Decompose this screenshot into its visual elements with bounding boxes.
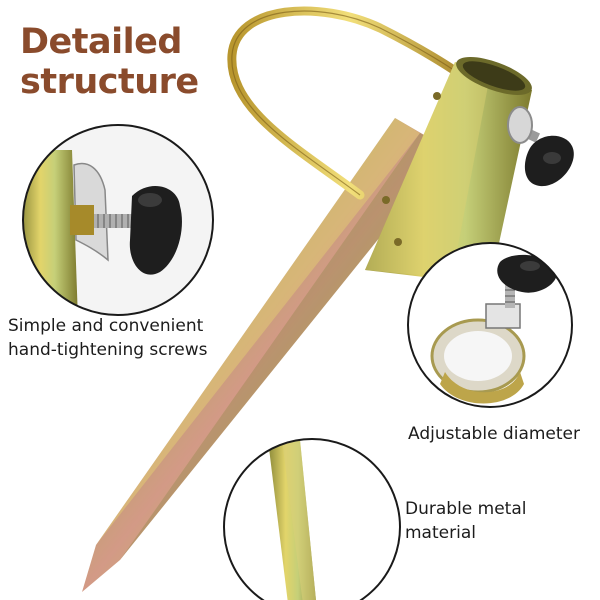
page-title: Detailed structure xyxy=(20,22,220,102)
callout-durable: Durable metal material xyxy=(405,497,526,545)
adjustable-collar-inset xyxy=(408,243,572,407)
screw-detail-inset xyxy=(23,125,213,315)
metal-material-inset xyxy=(224,439,400,600)
metal-spike xyxy=(82,118,450,592)
hand-screw-knob-icon xyxy=(507,106,574,187)
callout-screws-line-2: hand-tightening screws xyxy=(8,340,208,360)
title-line-2: structure xyxy=(20,62,199,102)
callout-screws-line-1: Simple and convenient xyxy=(8,316,204,336)
callout-diameter: Adjustable diameter xyxy=(408,422,580,446)
callout-durable-line-1: Durable metal xyxy=(405,499,527,519)
callout-screws: Simple and convenient hand-tightening sc… xyxy=(8,314,207,362)
tube-collar-icon xyxy=(365,57,532,285)
callout-durable-line-2: material xyxy=(405,523,476,543)
callout-diameter-line-1: Adjustable diameter xyxy=(408,424,581,444)
title-line-1: Detailed xyxy=(20,22,182,62)
